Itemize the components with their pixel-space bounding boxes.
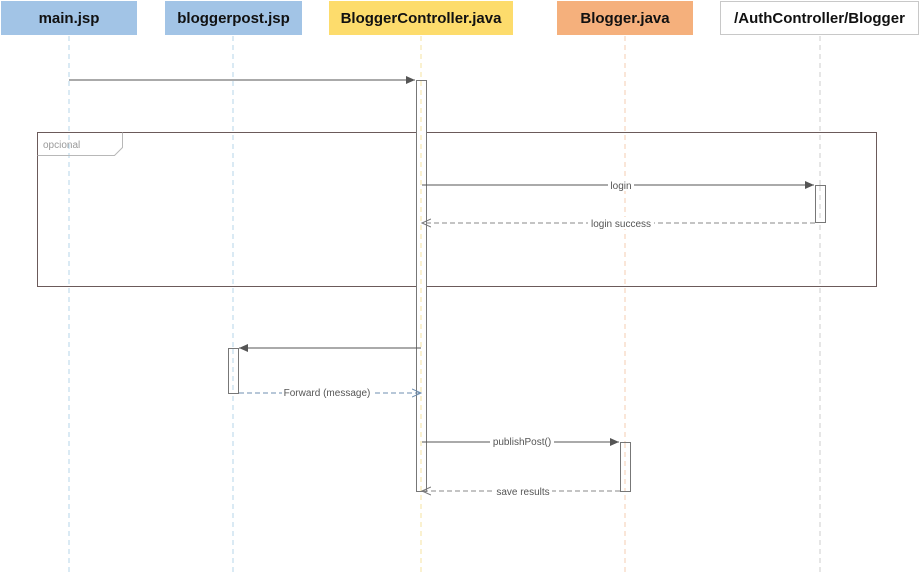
message-label-login-success: login success bbox=[591, 219, 651, 230]
participant-label: main.jsp bbox=[38, 9, 100, 27]
participant-auth-controller: /AuthController/Blogger bbox=[720, 1, 919, 35]
message-label-login: login bbox=[610, 181, 631, 192]
message-label-publish-post: publishPost() bbox=[493, 437, 551, 448]
message-label-save-results: save results bbox=[496, 487, 549, 498]
participant-label: /AuthController/Blogger bbox=[734, 9, 905, 27]
optional-frame-tab bbox=[37, 132, 123, 156]
participant-label: bloggerpost.jsp bbox=[177, 9, 290, 27]
activation-blogger-java bbox=[620, 442, 631, 492]
participant-main-jsp: main.jsp bbox=[1, 1, 137, 35]
optional-frame-label: opcional bbox=[43, 140, 80, 151]
message-label-bg-login bbox=[608, 179, 634, 191]
message-label-bg-save-results bbox=[494, 485, 552, 497]
participant-label: BloggerController.java bbox=[340, 9, 502, 27]
participant-bloggerpost-jsp: bloggerpost.jsp bbox=[165, 1, 302, 35]
message-label-bg-login-success bbox=[588, 217, 654, 229]
message-label-forward: Forward (message) bbox=[284, 388, 371, 399]
activation-blogger-controller bbox=[416, 80, 427, 492]
message-label-bg-publish-post bbox=[490, 436, 554, 448]
message-label-bg-forward bbox=[282, 387, 372, 399]
optional-frame bbox=[37, 132, 877, 287]
participant-blogger-controller: BloggerController.java bbox=[329, 1, 513, 35]
participant-blogger-java: Blogger.java bbox=[557, 1, 693, 35]
participant-label: Blogger.java bbox=[580, 9, 670, 27]
